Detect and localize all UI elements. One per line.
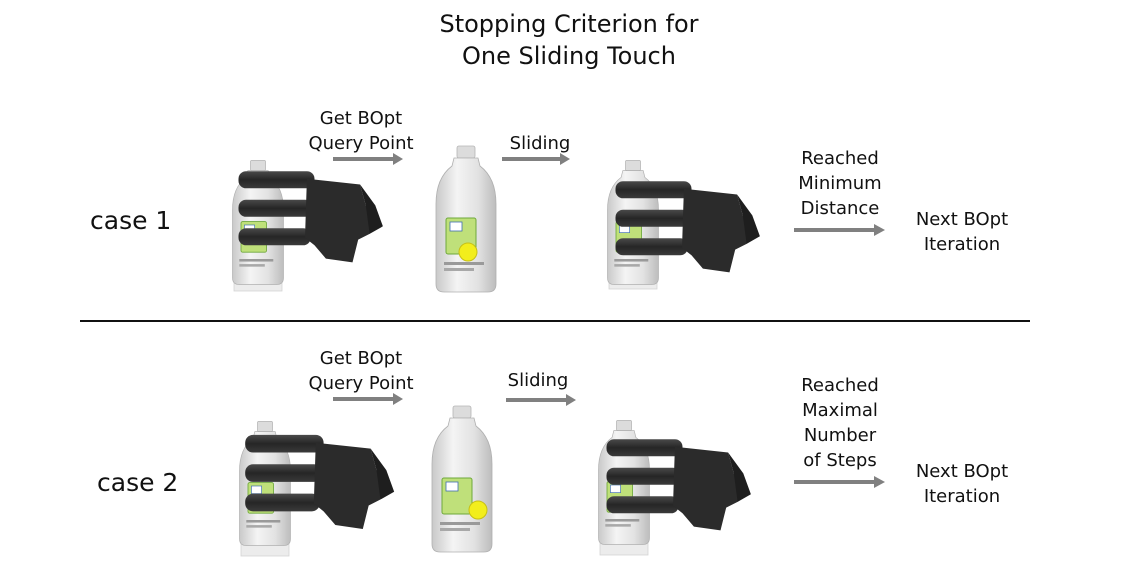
case-1-arrows — [333, 153, 885, 236]
case-1-next-label: Next BOpt Iteration — [915, 209, 1009, 255]
case-2-figures — [239, 405, 751, 557]
case-2-sliding-arrow — [506, 394, 576, 406]
case-2-arrows — [333, 393, 885, 488]
case-2-criterion-label: Reached Maximal Number of Steps — [801, 375, 879, 471]
case-2-label: case 2 — [97, 468, 179, 497]
case-1-sliding-label: Sliding — [509, 133, 571, 154]
case-1-criterion-label: Reached Minimum Distance — [798, 148, 882, 219]
case-1-query-bottle — [435, 145, 497, 293]
case-1-query-label: Get BOpt Query Point — [308, 108, 414, 154]
case-2-query-label: Get BOpt Query Point — [308, 348, 414, 394]
case-2-sliding-scene — [598, 419, 751, 556]
case-1-sliding-scene — [607, 159, 760, 290]
case-1-figures — [232, 145, 760, 293]
case-2-sliding-label: Sliding — [507, 370, 569, 391]
figure-title: Stopping Criterion for One Sliding Touch — [439, 10, 699, 70]
touch-point — [458, 242, 478, 262]
case-1-query-arrow — [333, 153, 403, 165]
case-1-sliding-arrow — [502, 153, 570, 165]
case-1-initial-scene — [232, 159, 383, 292]
case-1-criterion-arrow — [794, 224, 885, 236]
case-2-criterion-arrow — [794, 476, 885, 488]
touch-point — [468, 500, 488, 520]
case-2-next-label: Next BOpt Iteration — [915, 461, 1009, 507]
case-2-query-bottle — [431, 405, 493, 553]
case-2-initial-scene — [239, 420, 395, 557]
case-1-label: case 1 — [90, 206, 172, 235]
case-2-query-arrow — [333, 393, 403, 405]
